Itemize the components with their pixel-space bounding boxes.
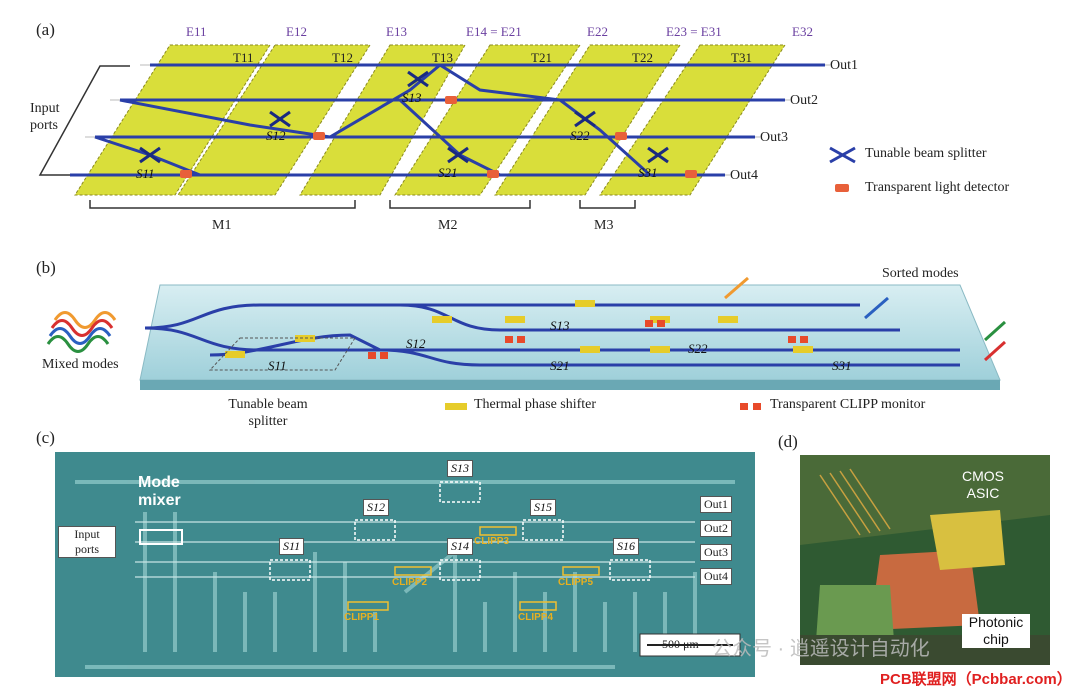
s-label-c-4: S14	[447, 538, 473, 555]
t-label-5: T22	[632, 50, 653, 65]
legend-heater-label: Thermal phase shifter	[474, 397, 597, 412]
e-label-5: E22	[587, 24, 608, 39]
s-label-a-6: S31	[638, 165, 658, 180]
s-label-b-2: S12	[406, 336, 426, 351]
panel-a-diagram	[38, 44, 856, 209]
panel-c-micrograph	[55, 452, 755, 677]
e-label-6: E23 = E31	[666, 24, 722, 39]
out-c-2: Out2	[700, 520, 732, 537]
panel-b-diagram	[46, 276, 1007, 410]
s-label-a-3: S13	[402, 90, 422, 105]
e-label-7: E32	[792, 24, 813, 39]
s-label-a-2: S12	[266, 128, 286, 143]
panel-b-label: (b)	[36, 258, 56, 277]
legend-detector-label: Transparent light detector	[865, 180, 1010, 195]
e-label-4: E14 = E21	[466, 24, 522, 39]
m-label-2: M2	[438, 218, 458, 233]
t-label-4: T21	[531, 50, 552, 65]
s-label-c-2: S12	[363, 499, 389, 516]
footer-text: PCB联盟网（Pcbbar.com）	[880, 671, 1072, 688]
e-label-3: E13	[386, 24, 407, 39]
legend-monitor-label: Transparent CLIPP monitor	[770, 397, 926, 412]
clipp-1-label: CLIPP1	[344, 612, 380, 623]
mode-mixer-label: Mode mixer	[138, 474, 181, 509]
cmos-label: CMOS ASIC	[962, 468, 1004, 501]
s-label-c-5: S15	[530, 499, 556, 516]
panel-d-label: (d)	[778, 432, 798, 451]
mixed-modes-label: Mixed modes	[42, 357, 119, 372]
panel-c-label: (c)	[36, 428, 55, 447]
input-ports-label: Input ports	[30, 101, 60, 133]
clipp-4-label: CLIPP4	[518, 612, 554, 623]
s-label-c-3: S13	[447, 460, 473, 477]
panel-d-photo	[800, 455, 1050, 665]
s-label-a-4: S21	[438, 165, 458, 180]
clipp-3-label: CLIPP3	[474, 536, 510, 547]
t-label-2: T12	[332, 50, 353, 65]
s-label-b-3: S13	[550, 318, 570, 333]
s-label-c-1: S11	[279, 538, 305, 555]
photonic-label: Photonic chip	[962, 614, 1030, 648]
t-label-1: T11	[233, 50, 254, 65]
s-label-a-1: S11	[136, 166, 155, 181]
out-c-1: Out1	[700, 496, 732, 513]
s-label-b-6: S31	[832, 358, 852, 373]
out-c-3: Out3	[700, 544, 732, 561]
watermark-text: 公众号 · 逍遥设计自动化	[712, 638, 930, 660]
t-label-6: T31	[731, 50, 752, 65]
s-label-a-5: S22	[570, 128, 590, 143]
legend-b-splitter-label: Tunable beam splitter	[228, 397, 308, 429]
legend-splitter-label: Tunable beam splitter	[865, 146, 987, 161]
t-label-3: T13	[432, 50, 453, 65]
input-ports-c-label: Input ports	[58, 526, 116, 558]
clipp-5-label: CLIPP5	[558, 577, 594, 588]
clipp-2-label: CLIPP2	[392, 577, 428, 588]
out-a-1: Out1	[830, 58, 858, 73]
out-a-2: Out2	[790, 93, 818, 108]
e-label-2: E12	[286, 24, 307, 39]
s-label-b-5: S22	[688, 341, 708, 356]
m-label-1: M1	[212, 218, 232, 233]
scale-bar-label: 500 μm	[662, 637, 699, 651]
e-label-1: E11	[186, 24, 207, 39]
out-c-4: Out4	[700, 568, 732, 585]
s-label-b-1: S11	[268, 358, 287, 373]
out-a-4: Out4	[730, 168, 758, 183]
panel-a-label: (a)	[36, 20, 55, 39]
m-label-3: M3	[594, 218, 614, 233]
out-a-3: Out3	[760, 130, 788, 145]
s-label-b-4: S21	[550, 358, 570, 373]
s-label-c-6: S16	[613, 538, 639, 555]
sorted-modes-label: Sorted modes	[882, 266, 959, 281]
